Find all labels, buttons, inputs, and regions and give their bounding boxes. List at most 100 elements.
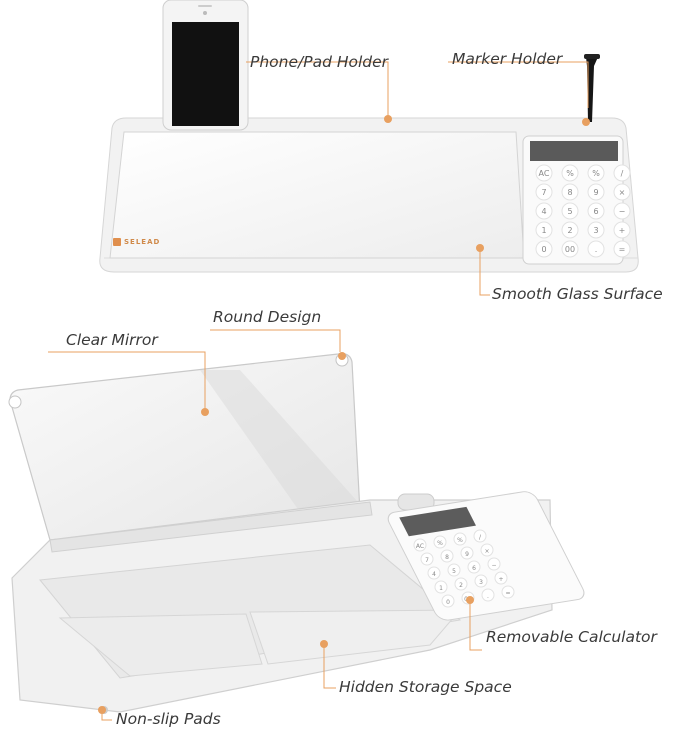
calculator-key [481,588,495,602]
calculator-key-label: 4 [432,571,436,578]
calculator-key [561,240,579,258]
callout-glass-surface: Smooth Glass Surface [492,285,663,303]
calculator-key-label: % [566,169,574,178]
calculator-key-label: − [619,207,626,216]
calculator-key [420,552,434,566]
calculator-key-label: 9 [465,551,469,558]
callout-non-slip-pads: Non-slip Pads [116,710,221,728]
phone-in-holder [162,0,249,131]
calculator-key [427,566,441,580]
callout-hidden-storage: Hidden Storage Space [339,678,512,696]
calculator-key-label: 7 [425,557,429,564]
calculator-key [501,585,515,599]
calculator-key [433,535,447,549]
calculator-key-label: 1 [541,226,546,235]
calculator-key-label: 3 [593,226,598,235]
calculator-key-label: 6 [593,207,598,216]
calculator-key-label: + [498,576,503,583]
calculator-key [487,557,501,571]
callout-dots-bottom [98,352,474,714]
calculator-key-label: . [487,593,489,600]
calculator-key-label: × [484,548,489,555]
callout-marker-holder: Marker Holder [452,50,563,68]
calculator-key [467,560,481,574]
calculator-key-label: % [592,169,600,178]
calculator-key [535,202,553,220]
calculator-key-label: AC [539,169,550,178]
bottom-product: AC%%/789×456−123+000.= [8,329,585,721]
calculator-key-label: 2 [567,226,572,235]
compartment-divider [58,613,263,677]
calculator-key [613,221,631,239]
calculator-key-label: 5 [452,568,456,575]
glass-surface [109,131,525,259]
calculator-key [535,183,553,201]
calculator-key-label: 8 [445,554,449,561]
callout-phone-holder: Phone/Pad Holder [250,53,389,71]
calculator-bottom-keys: AC%%/789×456−123+000.= [413,529,515,608]
calculator-key [434,580,448,594]
callout-round-design: Round Design [213,308,322,326]
calculator-key [561,202,579,220]
calculator-key [453,532,467,546]
calculator-key [494,571,508,585]
callout-lines-bottom [48,329,482,721]
calculator-key [613,183,631,201]
callout-dots-top [384,115,590,252]
calculator-key-label: / [621,169,624,178]
calculator-key [413,538,427,552]
calculator-key [561,183,579,201]
calculator-key-label: 7 [541,188,546,197]
calculator-key [447,563,461,577]
calculator-key [460,546,474,560]
calculator-key-label: 9 [593,188,598,197]
calculator-key [561,164,579,182]
calculator-key-label: 5 [567,207,572,216]
marker-in-holder [584,54,600,122]
callout-clear-mirror: Clear Mirror [66,331,158,349]
calculator-key-label: % [437,540,443,547]
calculator-key-label: = [505,590,510,597]
calculator-key-label: % [457,537,463,544]
calculator-key-label: 1 [439,585,443,592]
calculator-key [613,164,631,182]
calculator-key-label: − [491,562,496,569]
calculator-key-label: 2 [459,582,463,589]
calculator-key [587,202,605,220]
calculator-key [613,202,631,220]
calculator-key-label: 8 [567,188,572,197]
mirror-panel [9,353,361,541]
calculator-key-label: + [619,226,626,235]
calculator-key [587,240,605,258]
calculator-key-label: / [479,534,482,541]
calculator-key [480,543,494,557]
callout-removable-calculator: Removable Calculator [486,628,657,646]
calculator-key-label: 0 [446,599,450,606]
calculator-key [454,577,468,591]
calculator-key [561,221,579,239]
calculator-key-label: 0 [541,245,546,254]
calculator-key-label: 6 [472,565,476,572]
calculator-key-label: . [595,245,598,254]
calculator-key [441,594,455,608]
calculator-key [535,221,553,239]
calculator-key-label: 4 [541,207,546,216]
calculator-key [473,529,487,543]
calculator-key [587,221,605,239]
calculator-key [535,164,553,182]
calculator-key-label: 3 [479,579,483,586]
calculator-key [474,574,488,588]
calculator-key [440,549,454,563]
calculator-key-label: = [619,245,626,254]
brand-logo-icon [113,238,121,246]
calculator-key [587,183,605,201]
calculator-key [587,164,605,182]
calculator-key-label: × [619,188,626,197]
brand-logo-text: SELEAD [124,238,161,246]
calculator-key-label: AC [416,543,424,550]
callout-lines-top [246,61,589,296]
calculator-key [613,240,631,258]
